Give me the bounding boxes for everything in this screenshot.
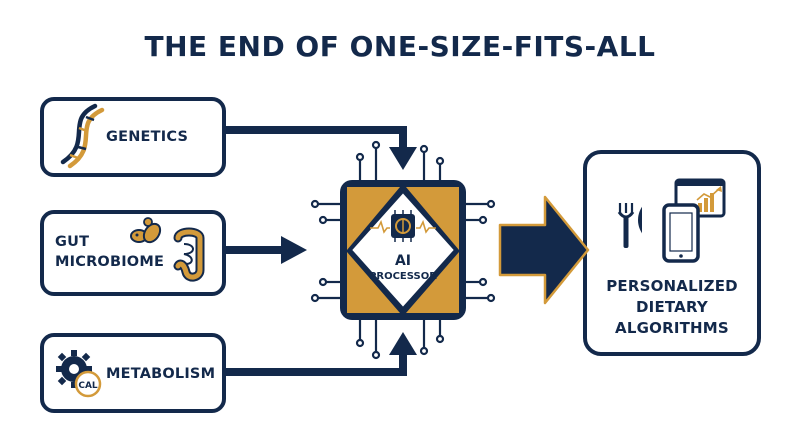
connector-gut-microbiome: [226, 236, 307, 264]
processor-label-line1: AI: [395, 253, 411, 269]
fork-icon: [617, 203, 635, 248]
gut-microbiome-box: [40, 210, 226, 296]
plate-icon: [638, 206, 642, 234]
output-label-line2: DIETARY: [636, 298, 708, 316]
connector-genetics: [226, 126, 417, 170]
ai-processor-chip: [340, 180, 466, 320]
output-arrow: [498, 195, 590, 305]
diagram-title: THE END OF ONE-SIZE-FITS-ALL: [144, 30, 656, 63]
dna-icon: [60, 103, 105, 169]
connector-metabolism: [226, 332, 417, 376]
gut-microbiome-label-line1: GUT: [55, 234, 90, 250]
gut-microbiome-label-line2: MICROBIOME: [55, 254, 165, 270]
chip-brain-icon: [370, 210, 436, 242]
metabolism-label: METABOLISM: [106, 366, 216, 382]
output-label-line3: ALGORITHMS: [615, 319, 729, 337]
metabolism-gear-icon: [56, 350, 102, 398]
output-label-line1: PERSONALIZED: [606, 277, 738, 295]
chip-pins: [310, 140, 496, 360]
microbiome-icon: [130, 217, 205, 282]
smartphone-icon: [662, 203, 700, 263]
processor-label-line2: PROCESSOR: [369, 271, 437, 282]
cal-badge-label: CAL: [78, 381, 98, 391]
genetics-label: GENETICS: [106, 129, 189, 145]
